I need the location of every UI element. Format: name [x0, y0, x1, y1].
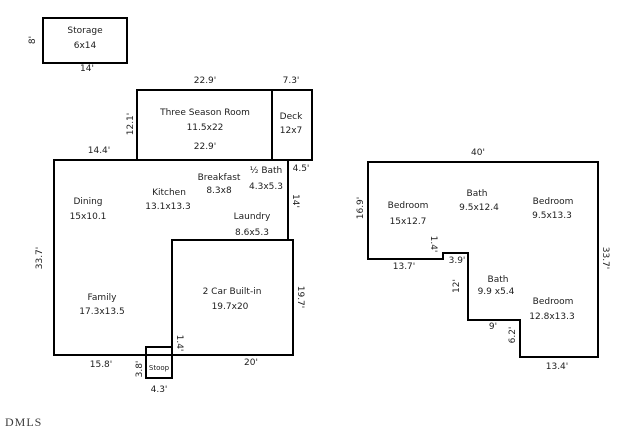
half-bath-room-label: ½ Bath [249, 166, 283, 176]
tsr-dim-left: 12.1' [126, 112, 136, 136]
tsr-room-label: Three Season Room [160, 108, 250, 118]
f2-dim-mid-bottom: 9' [488, 322, 498, 332]
bath-upper-size: 9.5x12.4 [459, 203, 499, 213]
storage-dim-bottom: 14' [80, 64, 94, 74]
storage-dim-left: 8' [28, 35, 38, 45]
f2-dim-right: 33.7' [600, 246, 610, 270]
garage-walls [171, 239, 293, 355]
deck-room-size: 12x7 [279, 126, 303, 136]
laundry-room-size: 8.6x5.3 [235, 228, 269, 238]
laundry-room-label: Laundry [233, 212, 271, 222]
bath-upper-label: Bath [466, 189, 488, 199]
kitchen-room-label: Kitchen [152, 188, 186, 198]
tsr-dim-bottom: 22.9' [193, 142, 217, 152]
tsr-dim-top: 22.9' [193, 76, 217, 86]
half-bath-room-size: 4.3x5.3 [249, 182, 283, 192]
f2-dim-bottom-right: 13.4' [545, 362, 569, 372]
f1-dim-top-right: 4.5' [292, 164, 310, 174]
stoop-room-label: Stoop [148, 364, 170, 372]
f1-dim-top-left: 14.4' [87, 146, 111, 156]
f1-dim-bottom-garage: 20' [244, 358, 258, 368]
bedroom-lower-label: Bedroom [532, 297, 574, 307]
second-floor-outline [367, 161, 599, 358]
f1-dim-stoop-bottom: 4.3' [150, 385, 168, 395]
deck-dim-top: 7.3' [282, 76, 300, 86]
garage-room-label: 2 Car Built-in [202, 287, 262, 297]
f1-dim-stoop-inner: 1.4' [174, 334, 184, 352]
bedroom-left-size: 15x12.7 [389, 217, 427, 227]
storage-room-size: 6x14 [73, 41, 97, 51]
deck-outline [271, 89, 313, 161]
f1-dim-left-side: 33.7' [35, 246, 45, 270]
bedroom-right-label: Bedroom [532, 197, 574, 207]
f2-dim-step-height: 1.4' [428, 235, 438, 253]
stoop-outline [145, 346, 173, 379]
f2-dim-mid-right: 6.2' [508, 326, 518, 344]
f1-dim-right-lower: 19.7' [295, 285, 305, 309]
deck-room-label: Deck [279, 112, 303, 122]
bedroom-lower-size: 12.8x13.3 [529, 312, 575, 322]
f1-dim-right-upper: 14' [290, 194, 300, 208]
bedroom-left-label: Bedroom [387, 201, 429, 211]
dining-room-label: Dining [73, 197, 103, 207]
f2-dim-mid-left: 12' [452, 279, 462, 293]
storage-outline [42, 17, 128, 64]
f1-dim-stoop-side: 3.8' [135, 360, 145, 378]
bath-lower-label: Bath [487, 275, 509, 285]
family-room-label: Family [87, 293, 117, 303]
tsr-room-size: 11.5x22 [186, 123, 224, 133]
mls-watermark: DMLS [5, 415, 43, 429]
storage-room-label: Storage [67, 26, 103, 36]
f1-dim-bottom-left: 15.8' [89, 360, 113, 370]
f2-dim-left: 16.9' [356, 196, 366, 220]
dining-room-size: 15x10.1 [69, 212, 107, 222]
family-room-size: 17.3x13.5 [79, 307, 125, 317]
f2-dim-bottom-left: 13.7' [392, 262, 416, 272]
f2-dim-top: 40' [471, 148, 485, 158]
kitchen-room-size: 13.1x13.3 [145, 202, 191, 212]
breakfast-room-label: Breakfast [197, 173, 241, 183]
bath-lower-size: 9.9 x5.4 [477, 287, 515, 297]
bedroom-right-size: 9.5x13.3 [532, 211, 572, 221]
f2-dim-step-width: 3.9' [448, 256, 466, 266]
garage-room-size: 19.7x20 [211, 302, 249, 312]
breakfast-room-size: 8.3x8 [206, 186, 232, 196]
